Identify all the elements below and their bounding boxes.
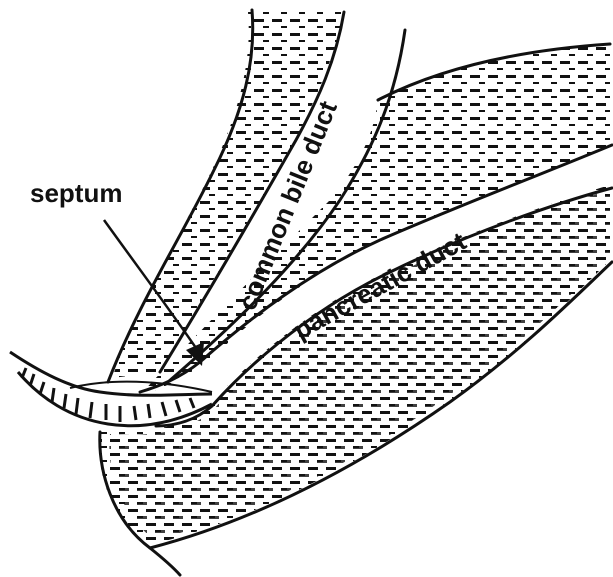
- label-septum: septum: [30, 178, 122, 208]
